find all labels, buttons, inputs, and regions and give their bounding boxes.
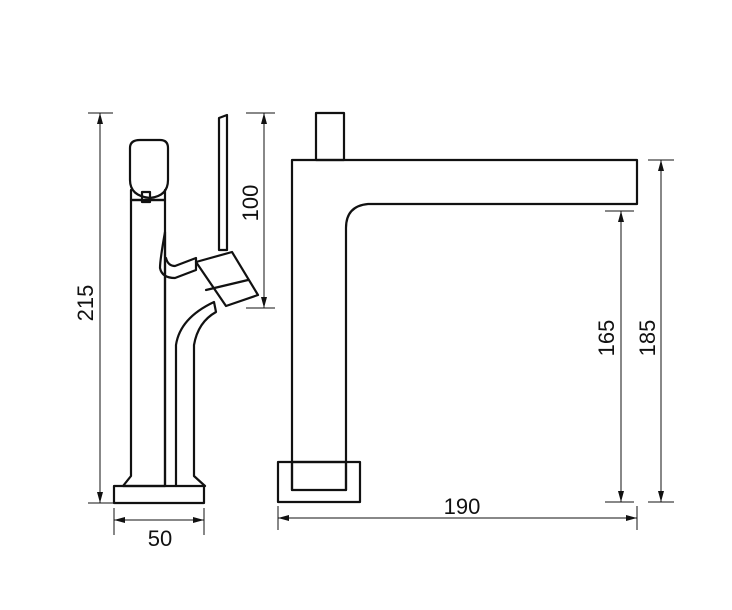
dimension-185: 185	[635, 159, 674, 503]
dimension-185-label: 185	[635, 320, 660, 357]
side-view-handle-cap	[128, 138, 170, 200]
front-view-base	[276, 460, 362, 504]
side-view	[112, 113, 260, 505]
front-view-body	[290, 158, 639, 492]
dimension-100: 100	[238, 112, 275, 309]
side-view-front-curve	[174, 300, 218, 488]
dimension-100-label: 100	[238, 185, 263, 222]
dimension-165-label: 165	[594, 320, 619, 357]
dimension-165: 165	[594, 210, 634, 503]
dimension-190-label: 190	[444, 494, 481, 519]
dimension-190: 190	[277, 494, 638, 530]
side-view-lever	[217, 113, 229, 252]
side-view-handle-base	[129, 188, 167, 202]
side-view-cartridge	[194, 250, 260, 308]
side-view-neck	[158, 230, 198, 488]
front-view-stem	[314, 111, 346, 162]
front-view-base-inner	[290, 460, 348, 492]
side-view-body	[121, 198, 167, 488]
side-view-handle-slot	[140, 190, 152, 204]
front-view	[276, 111, 639, 504]
dimension-50-label: 50	[148, 526, 172, 551]
side-view-cartridge-detail	[204, 278, 250, 292]
dimension-50: 50	[113, 508, 205, 551]
dimension-215-label: 215	[73, 285, 98, 322]
dimension-215: 215	[73, 112, 113, 504]
side-view-base	[112, 484, 206, 505]
